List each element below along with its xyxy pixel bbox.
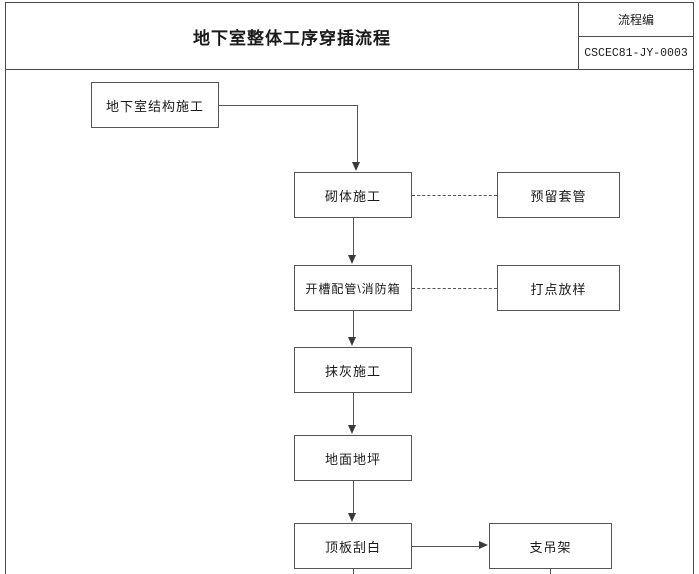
- node-slotting-piping[interactable]: 开槽配管\消防箱: [294, 265, 412, 311]
- node-layout-marking[interactable]: 打点放样: [497, 265, 620, 311]
- header-code: CSCEC81-JY-0003: [584, 46, 688, 60]
- node-hanger-bracket[interactable]: 支吊架: [489, 523, 612, 569]
- node-floor-slab[interactable]: 地面地坪: [294, 435, 412, 481]
- connector-basement-to-masonry-horizontal: [219, 105, 358, 106]
- page-title: 地下室整体工序穿插流程: [193, 28, 391, 48]
- header-cell-divider: [578, 36, 694, 37]
- node-masonry[interactable]: 砌体施工: [294, 172, 412, 218]
- connector-hanger-continues-down: [550, 569, 551, 574]
- arrowhead-into-slotting-piping: [348, 255, 356, 264]
- connector-floor-to-ceiling-vertical: [353, 481, 354, 514]
- connector-masonry-to-slotting-vertical: [353, 218, 354, 256]
- connector-slotting-to-plastering-vertical: [353, 311, 354, 338]
- connector-masonry-to-sleeve-dashed: [412, 195, 497, 196]
- header-divider: [5, 69, 694, 70]
- node-reserved-sleeve[interactable]: 预留套管: [497, 172, 620, 218]
- header-label: 流程编: [617, 13, 654, 27]
- connector-slotting-to-marking-dashed: [412, 288, 497, 289]
- connector-ceiling-to-hanger-horizontal: [412, 546, 480, 547]
- node-basement-structure[interactable]: 地下室结构施工: [91, 82, 219, 128]
- arrowhead-into-plastering: [348, 337, 356, 346]
- arrowhead-into-ceiling-whitening: [348, 513, 356, 522]
- connector-plastering-to-floor-vertical: [353, 393, 354, 426]
- arrowhead-into-floor-slab: [348, 425, 356, 434]
- arrowhead-into-hanger-bracket: [479, 541, 488, 549]
- connector-ceiling-continues-down: [353, 569, 354, 574]
- node-ceiling-whitening[interactable]: 顶板刮白: [294, 523, 412, 569]
- connector-basement-to-masonry-vertical: [357, 105, 358, 163]
- document-frame: [5, 2, 694, 574]
- arrowhead-into-masonry: [352, 162, 360, 171]
- node-plastering[interactable]: 抹灰施工: [294, 347, 412, 393]
